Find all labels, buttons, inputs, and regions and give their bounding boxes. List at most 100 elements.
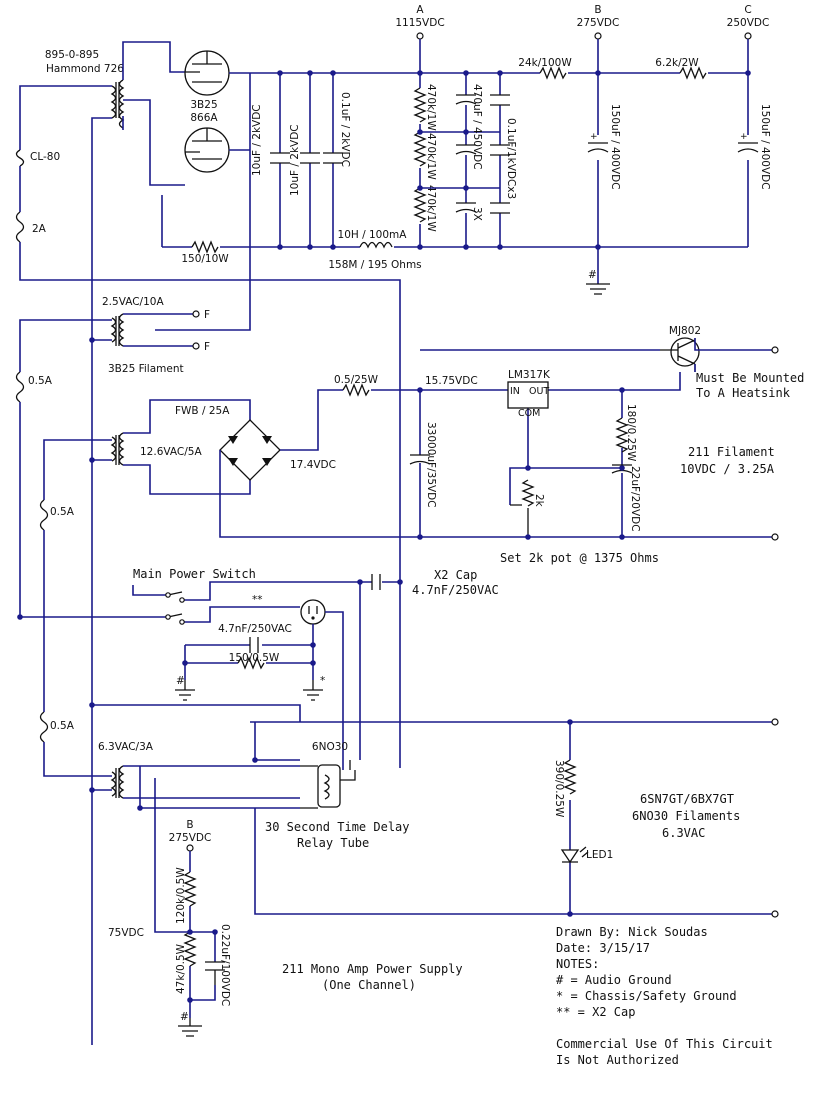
resistor-47k (183, 931, 197, 967)
rectifier-tube-2 (184, 127, 230, 173)
socket-res-label: 150/0.5W (229, 652, 280, 664)
note-line: # = Audio Ground (556, 973, 672, 987)
tube-label2: 866A (190, 112, 218, 124)
heatsink-note1: Must Be Mounted (696, 371, 804, 385)
resistor-390 (563, 759, 577, 795)
switch-contact-2 (179, 597, 185, 603)
fil-xfmr-core (115, 316, 120, 346)
fuse-wires (19, 166, 401, 768)
resistor-6k2-label: 6.2k/2W (655, 57, 699, 69)
reg-out-terminal-2 (771, 533, 779, 541)
transistor-wires (694, 338, 772, 372)
reg-xfmr-core (115, 435, 120, 465)
switch-contact-3 (165, 614, 171, 620)
node-b-voltage: 275VDC (577, 17, 620, 29)
filter-cap-wires (279, 73, 334, 247)
divider-section: B 275VDC 120k/0.5W 47k/0.5W 0.22uF/100VD… (108, 778, 231, 1037)
heater-lbl1: 6SN7GT/6BX7GT (640, 792, 734, 806)
cap-0u22 (205, 961, 225, 985)
audio-ground-mark: # (176, 675, 185, 687)
resistor-150-label: 150/10W (181, 253, 229, 265)
heater-wires (123, 721, 775, 915)
fil-xfmr-primary (110, 317, 117, 343)
bridge-wires (219, 389, 775, 538)
hv-xfmr-core (115, 82, 120, 118)
hv-supply: A 1115VDC B 275VDC C 250VDC 24k/100W 6.2… (15, 4, 771, 1045)
x2-stars: ** (252, 594, 263, 606)
node-b-letter: B (594, 4, 601, 16)
resistor-6k2 (679, 66, 707, 80)
cap-33000uf (409, 454, 431, 465)
relay-note2: Relay Tube (297, 836, 369, 850)
divider-wires (154, 778, 216, 1018)
reg-wires (371, 349, 681, 537)
note-line: NOTES: (556, 957, 599, 971)
resistor-0r5-label: 0.5/25W (334, 374, 379, 386)
resistor-24k-label: 24k/100W (518, 57, 572, 69)
divider-mid-label: 75VDC (108, 927, 144, 939)
lm317-com: COM (518, 408, 540, 419)
filament-out2: 10VDC / 3.25A (680, 462, 775, 476)
x2-cap-socket (249, 637, 259, 653)
node-b2-voltage: 275VDC (169, 832, 212, 844)
relay-label: 6NO30 (312, 741, 348, 753)
heater-terminal-2 (771, 910, 779, 918)
reg-xfmr-secondary (118, 432, 125, 466)
cap2-label: 10uF / 2kVDC (289, 124, 301, 196)
chassis-ground-mark: * (320, 675, 325, 687)
fuse-mains-0r5 (39, 499, 49, 531)
note-line: Is Not Authorized (556, 1053, 679, 1067)
fuse-cl80 (15, 149, 25, 167)
bleeder-r3 (413, 187, 427, 223)
hv-bottom-rail (161, 218, 748, 248)
footer-title1: 211 Mono Amp Power Supply (282, 962, 463, 976)
node-c-letter: C (744, 4, 751, 16)
fil-label: 3B25 Filament (108, 363, 184, 375)
switch-wires (20, 581, 400, 623)
junction-dots (17, 70, 751, 1003)
lm317-in: IN (510, 386, 520, 397)
heater-terminal-1 (771, 718, 779, 726)
pot-2k (510, 479, 535, 537)
reg-xfmr-label: 12.6VAC/5A (140, 446, 202, 458)
fuse-cl80-label: CL-80 (30, 151, 60, 163)
reg-out-terminal-1 (771, 346, 779, 354)
fuse-mains-label: 0.5A (50, 506, 75, 518)
fuse-2a-label: 2A (32, 223, 47, 235)
bridge-dc-label: 17.4VDC (290, 459, 336, 471)
x2-label2: 4.7nF/250VAC (412, 583, 499, 597)
relay-tube (300, 760, 356, 809)
switch-label: Main Power Switch (133, 567, 256, 581)
node-a-terminal (416, 32, 424, 40)
reg-fuse-label: 0.5A (28, 375, 53, 387)
cap-0u22-label: 0.22uF/100VDC (219, 924, 231, 1006)
divider-ground-icon (178, 1018, 202, 1037)
node-a-letter: A (416, 4, 424, 16)
heater-xfmr-primary (110, 771, 117, 797)
reg-xfmr-primary (110, 436, 117, 462)
choke-part-label: 158M / 195 Ohms (328, 259, 421, 271)
ladder-film-label: 0.1uF/1kVDCx3 (505, 118, 517, 199)
lm317-label: LM317K (508, 369, 551, 381)
note-line: Drawn By: Nick Soudas (556, 925, 708, 939)
socket-cap-label: 4.7nF/250VAC (218, 623, 292, 635)
bleeder-r1-label: 470k/1W (425, 84, 437, 131)
node-b2-letter: B (186, 819, 193, 831)
fuse-2a (15, 211, 25, 243)
heater-lbl3: 6.3VAC (662, 826, 705, 840)
fil-wires (19, 313, 193, 372)
ground-icons (175, 680, 323, 701)
note-line: * = Chassis/Safety Ground (556, 989, 737, 1003)
svg-text:+: + (590, 132, 598, 142)
lm317-body (507, 381, 549, 409)
divider-ground-mark: # (180, 1011, 189, 1023)
cap-33000-label: 33000uF/35VDC (425, 422, 437, 508)
fil-xfmr-label: 2.5VAC/10A (102, 296, 164, 308)
bleeder-r3-label: 470k/1W (425, 185, 437, 232)
resistor-47k-label: 47k/0.5W (175, 943, 187, 994)
x2-cap-main (371, 574, 381, 590)
mj802-label: MJ802 (669, 325, 701, 337)
resistor-150-10w (191, 240, 219, 254)
